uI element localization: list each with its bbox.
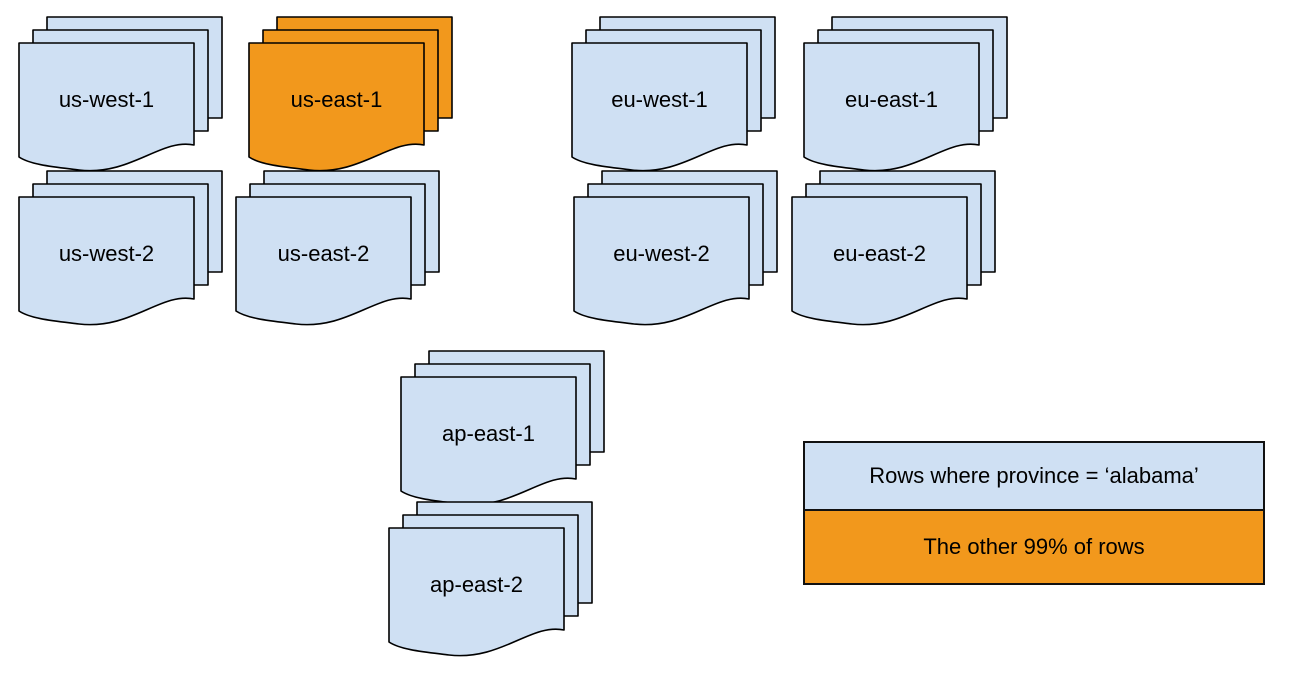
region-stack-us-west-1: us-west-1 [18, 16, 224, 174]
legend-row-other: The other 99% of rows [805, 511, 1263, 583]
document-stack-icon [18, 170, 223, 326]
region-stack-ap-east-1: ap-east-1 [400, 350, 606, 508]
document-stack-icon [18, 16, 223, 172]
region-stack-us-east-2: us-east-2 [235, 170, 441, 328]
document-stack-icon [388, 501, 593, 657]
region-stack-eu-west-2: eu-west-2 [573, 170, 779, 328]
legend-alabama-label: Rows where province = ‘alabama’ [869, 463, 1199, 488]
document-stack-icon [400, 350, 605, 506]
legend: Rows where province = ‘alabama’ The othe… [803, 441, 1265, 585]
document-stack-icon [803, 16, 1008, 172]
region-stack-eu-east-2: eu-east-2 [791, 170, 997, 328]
document-front-icon [235, 196, 412, 326]
document-front-icon [573, 196, 750, 326]
document-stack-icon [248, 16, 453, 172]
legend-row-alabama: Rows where province = ‘alabama’ [805, 443, 1263, 511]
document-stack-icon [571, 16, 776, 172]
document-front-icon [791, 196, 968, 326]
document-stack-icon [235, 170, 440, 326]
document-front-icon [571, 42, 748, 172]
legend-other-label: The other 99% of rows [923, 534, 1145, 559]
document-stack-icon [791, 170, 996, 326]
region-stack-ap-east-2: ap-east-2 [388, 501, 594, 659]
document-front-icon [18, 42, 195, 172]
region-stack-eu-west-1: eu-west-1 [571, 16, 777, 174]
document-front-icon [400, 376, 577, 506]
document-front-icon [803, 42, 980, 172]
document-stack-icon [573, 170, 778, 326]
document-front-icon [248, 42, 425, 172]
region-stack-us-west-2: us-west-2 [18, 170, 224, 328]
region-stack-us-east-1: us-east-1 [248, 16, 454, 174]
region-stack-eu-east-1: eu-east-1 [803, 16, 1009, 174]
document-front-icon [18, 196, 195, 326]
document-front-icon [388, 527, 565, 657]
